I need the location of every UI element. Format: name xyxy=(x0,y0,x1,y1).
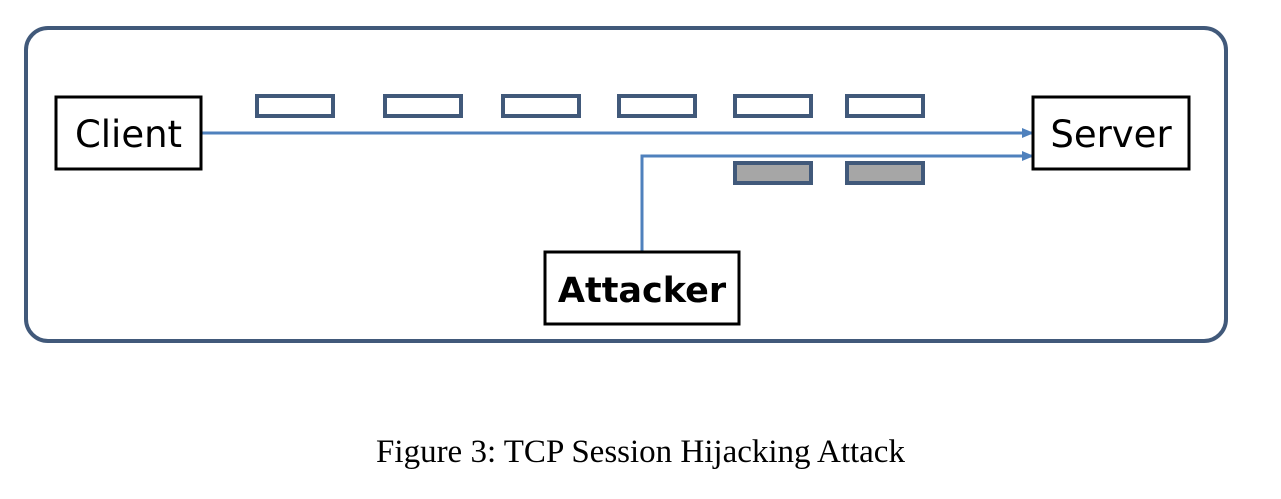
server-label: Server xyxy=(1050,113,1172,156)
client-node: Client xyxy=(54,95,203,171)
client-packet xyxy=(255,94,335,118)
spoofed-packet xyxy=(845,161,925,185)
server-box xyxy=(1031,95,1191,171)
spoofed-packet xyxy=(733,161,813,185)
network-frame xyxy=(24,26,1228,343)
server-node: Server xyxy=(1031,95,1191,171)
client-packet xyxy=(501,94,581,118)
attacker-node: Attacker xyxy=(543,250,741,326)
client-label: Client xyxy=(75,113,182,156)
client-packet xyxy=(617,94,697,118)
client-packet xyxy=(383,94,463,118)
attacker-box xyxy=(543,250,741,326)
figure-caption: Figure 3: TCP Session Hijacking Attack xyxy=(376,434,905,470)
attacker-label: Attacker xyxy=(558,271,727,311)
spoofed-packet-group xyxy=(733,161,925,185)
client-packet-group xyxy=(255,94,925,118)
client-packet xyxy=(845,94,925,118)
client-packet xyxy=(733,94,813,118)
attacker-to-server-arrow xyxy=(640,151,1034,251)
client-box xyxy=(54,95,203,171)
